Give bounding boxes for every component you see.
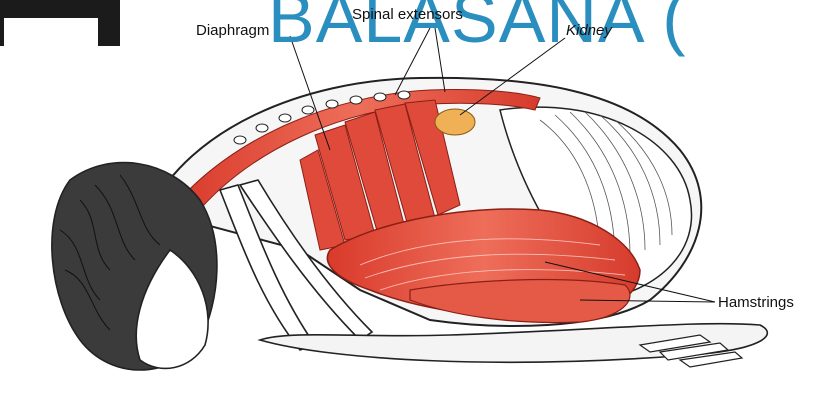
kidney-label: Kidney [566,22,612,39]
slide-title: BALASANA ( [268,0,687,58]
hamstrings-label: Hamstrings [718,294,794,311]
head [52,163,217,370]
spinal-extensors-label: Spinal extensors [352,6,463,23]
diaphragm-label: Diaphragm [196,22,269,39]
kidney-organ [435,109,475,135]
